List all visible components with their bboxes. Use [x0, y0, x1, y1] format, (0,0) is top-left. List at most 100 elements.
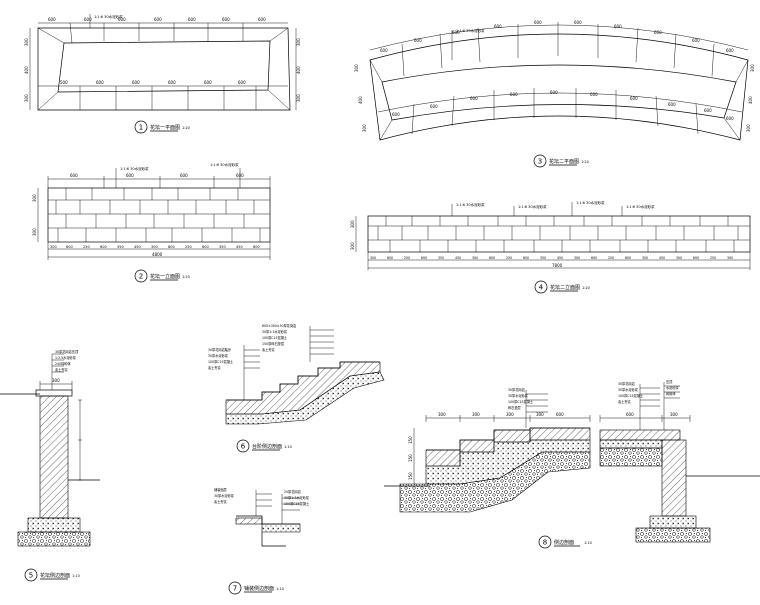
svg-text:100厚C15混凝土: 100厚C15混凝土 — [618, 393, 644, 398]
svg-text:碎石垫层: 碎石垫层 — [508, 405, 521, 410]
drawing-title: 花坛一平面图 — [150, 124, 180, 131]
dim-text: 600 — [590, 92, 598, 97]
dim-text: 600 — [168, 245, 175, 249]
dim-text: 300 — [506, 412, 514, 417]
dim-text: 600 — [614, 24, 622, 29]
drawing-title: 侧边剖面 — [554, 539, 574, 546]
svg-text:150厚碎石垫层: 150厚碎石垫层 — [262, 341, 284, 346]
dim-text: 300 — [296, 38, 301, 46]
dim-text: 600 — [534, 20, 542, 25]
drawing-marker — [228, 581, 242, 595]
dim-text: 250 — [404, 256, 410, 260]
dim-text: 600 — [574, 20, 582, 25]
svg-text:100厚C15混凝土: 100厚C15混凝土 — [262, 335, 288, 340]
svg-text:素土夯实: 素土夯实 — [55, 367, 68, 372]
dim-text: 300 — [362, 124, 367, 132]
svg-text:1:1:6 30水泥砂浆: 1:1:6 30水泥砂浆 — [94, 14, 123, 19]
svg-text:30厚花岗岩踏步: 30厚花岗岩踏步 — [208, 347, 231, 352]
drawing-marker — [533, 154, 547, 168]
dim-text: 300 — [746, 124, 751, 132]
svg-text:240砖砌体: 240砖砌体 — [55, 361, 71, 366]
dim-text: 600 — [726, 48, 734, 53]
svg-text:30厚水泥砂浆: 30厚水泥砂浆 — [214, 493, 235, 498]
dim-text: 400 — [748, 96, 753, 104]
dim-text: 300 — [676, 256, 682, 260]
dim-text: 350 — [438, 256, 444, 260]
svg-text:20厚花岗岩: 20厚花岗岩 — [284, 489, 302, 494]
dim-text: 600 — [222, 17, 230, 22]
drawing-number: 4 — [539, 284, 544, 292]
dim-text: 600 — [510, 92, 518, 97]
dim-text: 600 — [550, 90, 558, 95]
svg-text:1:1:6 30水泥砂浆: 1:1:6 30水泥砂浆 — [626, 204, 655, 209]
drawing-5-section: 300 30厚花岗岩压顶 1:2.5水泥砂浆 240砖砌体 素土夯实 5 花坛侧… — [0, 349, 100, 582]
dim-text: 300 — [350, 242, 355, 250]
dim-text: 250 — [608, 256, 614, 260]
dim-text: 300 — [32, 228, 37, 236]
svg-text:30厚1:3水泥砂浆: 30厚1:3水泥砂浆 — [284, 495, 310, 500]
dim-total: 7800 — [552, 263, 563, 268]
dim-text: 600 — [253, 245, 260, 249]
drawing-scale: 1:10 — [276, 587, 284, 591]
dim-text: 600 — [204, 80, 212, 85]
dim-text: 600 — [692, 38, 700, 43]
dim-text: 300 — [472, 412, 480, 417]
drawing-number: 8 — [543, 539, 547, 547]
dim-text: 300 — [52, 378, 60, 383]
dim-text: 450 — [236, 245, 243, 249]
dim-text: 400 — [296, 66, 301, 74]
svg-text:1:1:6 30水泥砂浆: 1:1:6 30水泥砂浆 — [456, 202, 485, 207]
dim-text: 600 — [430, 104, 438, 109]
dim-text: 600 — [726, 116, 734, 121]
dim-text: 300 — [32, 194, 37, 202]
svg-text:素土夯实: 素土夯实 — [618, 399, 631, 404]
drawing-scale: 1:20 — [582, 286, 590, 290]
dim-text: 600 — [494, 24, 502, 29]
drawing-number: 6 — [241, 443, 246, 451]
svg-text:100厚C15混凝土: 100厚C15混凝土 — [208, 359, 234, 364]
dim-text: 600 — [132, 80, 140, 85]
dim-text: 300 — [670, 412, 678, 417]
svg-text:30厚花岗岩: 30厚花岗岩 — [508, 387, 526, 392]
drawing-title: 花坛二立面图 — [550, 284, 580, 291]
svg-text:100厚C15混凝土: 100厚C15混凝土 — [508, 399, 534, 404]
dim-text: 600 — [654, 30, 662, 35]
dim-text: 600 — [48, 17, 56, 22]
dim-text: 300 — [536, 412, 544, 417]
drawing-title: 铺装侧边剖面 — [244, 585, 274, 592]
dim-text: 300 — [50, 245, 57, 249]
drawing-marker — [236, 439, 250, 453]
dim-text: 600 — [489, 256, 495, 260]
dim-text: 350 — [642, 256, 648, 260]
svg-text:30厚花岗岩: 30厚花岗岩 — [618, 381, 636, 386]
dim-text: 450 — [134, 245, 141, 249]
svg-text:素土夯实: 素土夯实 — [214, 499, 227, 504]
dim-total: 4800 — [152, 252, 163, 257]
dim-text: 600 — [693, 256, 699, 260]
dim-text: 600 — [470, 96, 478, 101]
dim-text: 600 — [380, 48, 388, 53]
dim-text: 600 — [188, 17, 196, 22]
dim-text: 250 — [710, 256, 716, 260]
dim-text: 600 — [238, 80, 246, 85]
dim-text: 250 — [506, 256, 512, 260]
dim-text: 600 — [630, 96, 638, 101]
svg-text:铺装面层: 铺装面层 — [214, 487, 227, 492]
svg-text:600×300×30厚花岗岩: 600×300×30厚花岗岩 — [262, 323, 297, 328]
dim-text: 600 — [168, 80, 176, 85]
dim-text: 600 — [202, 245, 209, 249]
drawing-7-section: 铺装面层 30厚水泥砂浆 素土夯实 20厚花岗岩 30厚1:3水泥砂浆 150厚… — [214, 487, 310, 595]
dim-text: 600 — [704, 108, 712, 113]
svg-text:1:1:6 30水泥砂浆: 1:1:6 30水泥砂浆 — [210, 162, 239, 167]
dim-text: 300 — [151, 245, 158, 249]
drawing-title: 花坛二平面图 — [549, 158, 579, 165]
svg-text:150厚C15混凝土: 150厚C15混凝土 — [284, 501, 310, 506]
dim-row: 300 600 250 600 350 450 300 600 250 600 … — [50, 245, 260, 249]
drawing-title: 台阶侧边剖面 — [252, 443, 282, 450]
drawing-scale: 1:10 — [72, 574, 80, 578]
drawing-1-plan: 1:1:6 30水泥砂浆 600 600 600 600 600 600 600… — [24, 14, 301, 134]
drawing-scale: 1:20 — [182, 126, 190, 130]
svg-text:1:1:6 30水泥砂浆: 1:1:6 30水泥砂浆 — [456, 28, 485, 33]
drawing-3-plan: 1:1:6 30水泥砂浆 600 600 600 600 600 600 600… — [354, 20, 755, 168]
svg-text:30厚水泥砂浆: 30厚水泥砂浆 — [618, 387, 639, 392]
